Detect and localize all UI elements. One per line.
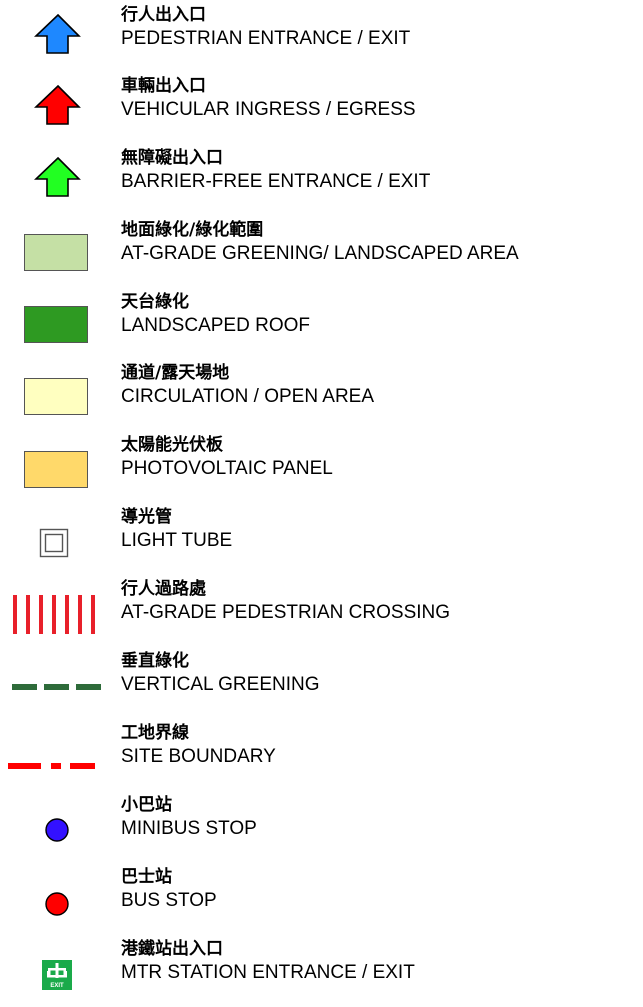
legend-item-photovoltaic-panel: 太陽能光伏板 PHOTOVOLTAIC PANEL [0, 430, 643, 490]
dashed-line-icon [0, 646, 110, 706]
mtr-exit-glyph [47, 963, 67, 978]
legend-item-vertical-greening: 垂直綠化 VERTICAL GREENING [0, 646, 643, 706]
label-zh: 天台綠化 [121, 292, 189, 312]
legend-item-vehicular-ingress: 車輛出入口 VEHICULAR INGRESS / EGRESS [0, 71, 643, 131]
label-zh: 小巴站 [121, 795, 172, 815]
label-zh: 通道/露天場地 [121, 363, 230, 383]
legend-item-barrier-free-entrance: 無障礙出入口 BARRIER-FREE ENTRANCE / EXIT [0, 143, 643, 203]
legend-item-light-tube: 導光管 LIGHT TUBE [0, 502, 643, 562]
mtr-exit-icon: EXIT [0, 934, 110, 994]
light-tube-inner [44, 533, 64, 553]
arrow-shape [34, 156, 81, 197]
label-zh: 地面綠化/綠化範圍 [121, 220, 264, 240]
label-en: VEHICULAR INGRESS / EGRESS [121, 99, 416, 120]
legend-item-pedestrian-crossing: 行人過路處 AT-GRADE PEDESTRIAN CROSSING [0, 574, 643, 634]
dark-green-swatch-icon [0, 287, 110, 347]
legend-item-landscaped-roof: 天台綠化 LANDSCAPED ROOF [0, 287, 643, 347]
label-en: AT-GRADE PEDESTRIAN CROSSING [121, 602, 451, 623]
label-zh: 無障礙出入口 [121, 148, 223, 168]
blue-up-arrow-icon [0, 0, 110, 60]
red-up-arrow-icon [0, 71, 110, 131]
label-en: CIRCULATION / OPEN AREA [121, 386, 375, 407]
label-en: BARRIER-FREE ENTRANCE / EXIT [121, 171, 431, 192]
label-en: PEDESTRIAN ENTRANCE / EXIT [121, 28, 411, 49]
mtr-exit-text: EXIT [50, 983, 64, 989]
legend-item-bus-stop: 巴士站 BUS STOP [0, 862, 643, 922]
label-zh: 行人出入口 [121, 5, 206, 25]
dash-dot-line-icon [0, 718, 110, 778]
circle-marker [45, 892, 69, 916]
swatch [24, 378, 88, 415]
legend-item-at-grade-greening: 地面綠化/綠化範圍 AT-GRADE GREENING/ LANDSCAPED … [0, 215, 643, 275]
red-circle-icon [0, 862, 110, 922]
light-tube-icon [0, 502, 110, 562]
yellow-swatch-icon [0, 430, 110, 490]
label-zh: 車輛出入口 [121, 76, 206, 96]
label-zh: 垂直綠化 [121, 651, 189, 671]
light-green-swatch-icon [0, 215, 110, 275]
crossing-stripes-icon [0, 574, 110, 634]
green-up-arrow-icon [0, 143, 110, 203]
label-zh: 行人過路處 [121, 579, 206, 599]
swatch [24, 306, 88, 343]
label-zh: 巴士站 [121, 867, 172, 887]
label-en: LIGHT TUBE [121, 530, 233, 551]
label-zh: 太陽能光伏板 [121, 435, 223, 455]
legend-item-minibus-stop: 小巴站 MINIBUS STOP [0, 790, 643, 850]
dashed-line [12, 684, 101, 690]
label-en: AT-GRADE GREENING/ LANDSCAPED AREA [121, 243, 519, 264]
label-en: LANDSCAPED ROOF [121, 315, 310, 336]
label-en: VERTICAL GREENING [121, 674, 320, 695]
label-zh: 導光管 [121, 507, 172, 527]
swatch [24, 234, 88, 271]
legend-item-circulation-open-area: 通道/露天場地 CIRCULATION / OPEN AREA [0, 358, 643, 418]
legend-item-mtr-entrance: EXIT 港鐵站出入口 MTR STATION ENTRANCE / EXIT [0, 934, 643, 994]
crossing-stripes [13, 595, 95, 634]
label-en: PHOTOVOLTAIC PANEL [121, 458, 333, 479]
pale-yellow-swatch-icon [0, 358, 110, 418]
blue-circle-icon [0, 790, 110, 850]
label-en: MTR STATION ENTRANCE / EXIT [121, 962, 415, 983]
legend-item-site-boundary: 工地界線 SITE BOUNDARY [0, 718, 643, 778]
label-zh: 工地界線 [121, 723, 189, 743]
label-en: BUS STOP [121, 890, 217, 911]
swatch [24, 451, 88, 488]
label-en: MINIBUS STOP [121, 818, 257, 839]
circle-marker [45, 818, 69, 842]
label-en: SITE BOUNDARY [121, 746, 276, 767]
dash-dot-line [8, 763, 95, 769]
label-zh: 港鐵站出入口 [121, 939, 223, 959]
legend-item-pedestrian-entrance: 行人出入口 PEDESTRIAN ENTRANCE / EXIT [0, 0, 643, 60]
arrow-shape [34, 84, 81, 125]
arrow-shape [34, 13, 81, 54]
